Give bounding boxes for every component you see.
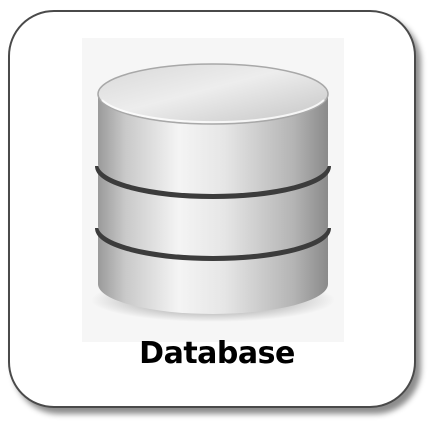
tile-label: Database bbox=[139, 336, 295, 371]
database-icon bbox=[82, 38, 344, 342]
